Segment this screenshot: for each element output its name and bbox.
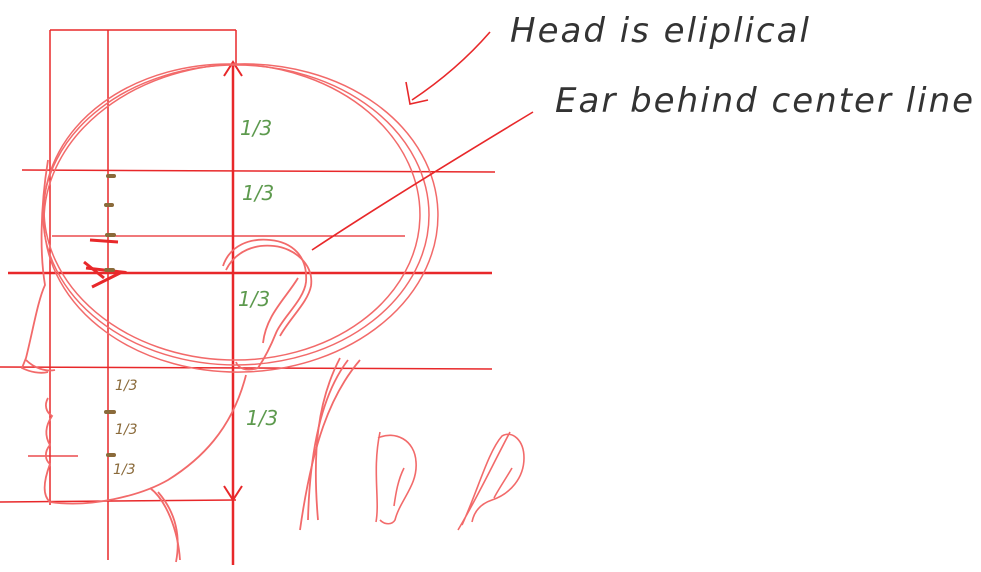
ear-lobe (235, 361, 259, 371)
ellipse-pointer-arrowhead (405, 81, 429, 105)
ear-example-front (375, 431, 417, 525)
eye-mark-2 (85, 266, 128, 289)
neck-front-sketch (157, 491, 179, 563)
neck-front (149, 487, 181, 561)
skull-ellipse-inner (42, 64, 430, 366)
division-line-3 (0, 366, 493, 370)
ear-outline-sketch (225, 244, 313, 337)
lip-profile (44, 397, 54, 465)
ear-example-angled (457, 431, 525, 531)
top-arrow (223, 60, 243, 77)
face-profile (20, 159, 361, 563)
neck-back-sketch-2 (314, 357, 341, 521)
skull-ellipse-sketch (43, 63, 421, 361)
ear-inner-contour (262, 277, 299, 344)
ear-sketch (222, 238, 313, 371)
head-shape-note: Head is eliplical (510, 11, 811, 51)
eye-mark-3 (83, 260, 105, 280)
ear-position-note: Ear behind center line (555, 81, 975, 121)
forehead-profile (20, 159, 49, 374)
ear-pointer-line (311, 111, 534, 251)
neck-back-sketch (299, 359, 361, 531)
jaw-profile (43, 374, 247, 505)
annotation-arrows (311, 31, 534, 251)
face-fraction-3: 1/3 (113, 462, 136, 478)
ear-outline (222, 238, 307, 369)
skull-fraction-2: 1/3 (242, 181, 274, 205)
face-fraction-1: 1/3 (115, 378, 138, 394)
chin-line (0, 499, 237, 503)
eye-mark-1 (89, 238, 119, 244)
skull-ellipses (42, 63, 439, 373)
division-line-1 (21, 169, 496, 173)
skull-fraction-1: 1/3 (240, 116, 272, 140)
ear-examples (375, 431, 525, 531)
skull-fraction-3: 1/3 (238, 287, 270, 311)
ellipse-pointer-arrow (411, 31, 491, 101)
nose-profile (25, 359, 56, 372)
skull-fraction-4: 1/3 (246, 406, 278, 430)
face-tick-marks (104, 174, 116, 457)
face-fraction-2: 1/3 (115, 422, 138, 438)
construction-grid (0, 29, 496, 565)
